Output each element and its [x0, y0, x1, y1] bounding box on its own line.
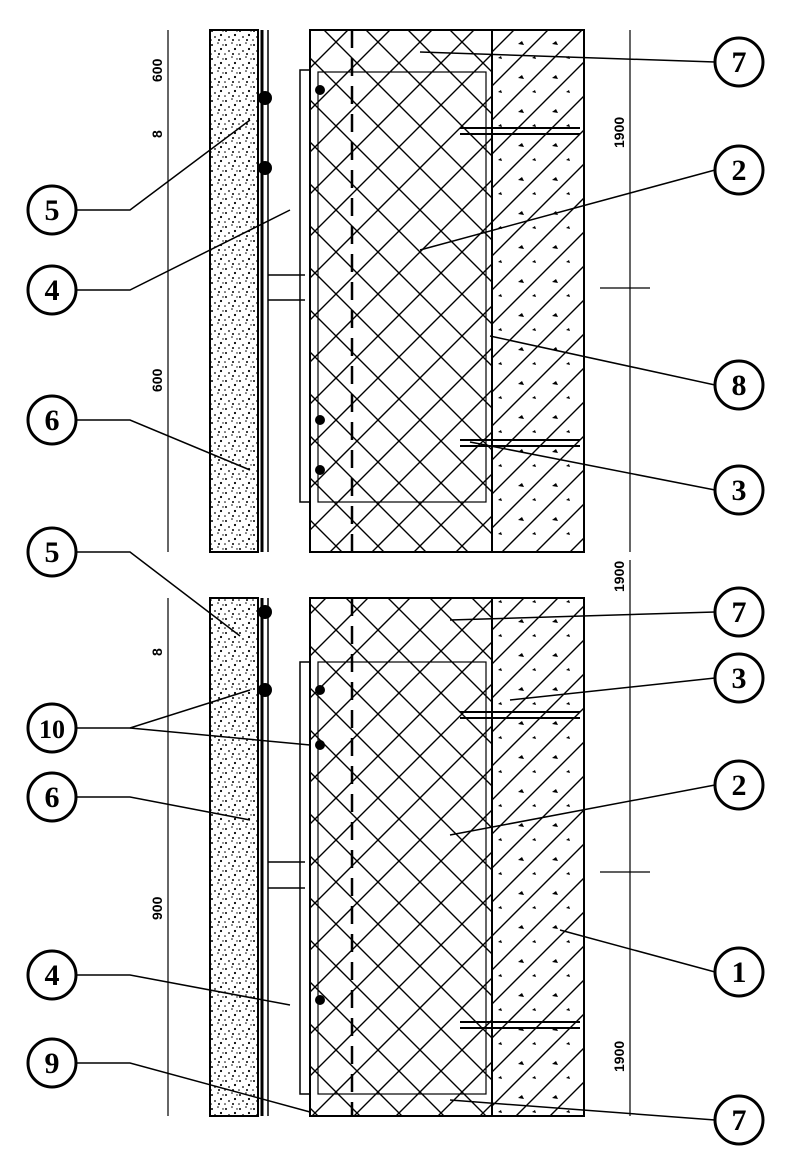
svg-text:5: 5 [45, 536, 60, 569]
svg-text:7: 7 [732, 596, 747, 629]
svg-text:9: 9 [45, 1047, 60, 1080]
svg-text:2: 2 [732, 769, 747, 802]
bottom-concrete-wall [491, 597, 585, 1117]
callout-3-bottom: 3 [713, 652, 765, 704]
dimension-mid-right: 1900 [611, 561, 627, 592]
top-insulation [309, 29, 493, 553]
dimension-top-small: 600 [149, 58, 165, 82]
callout-2-top: 2 [713, 144, 765, 196]
dimension-top-right: 1900 [611, 117, 627, 148]
svg-text:7: 7 [732, 1104, 747, 1137]
callout-6-top: 6 [26, 394, 78, 446]
callout-4-top: 4 [26, 264, 78, 316]
callout-10: 10 [26, 702, 78, 754]
callout-4-bottom: 4 [26, 949, 78, 1001]
top-section [167, 29, 650, 553]
leader-lines [75, 51, 716, 1121]
svg-text:4: 4 [45, 959, 60, 992]
svg-text:5: 5 [45, 194, 60, 227]
dimension-bottom-left: 900 [149, 896, 165, 920]
callout-1: 1 [713, 946, 765, 998]
svg-text:4: 4 [45, 274, 60, 307]
dimension-gap-top: 8 [149, 130, 165, 138]
bottom-section [167, 560, 650, 1117]
bottom-finish-layer [209, 597, 259, 1117]
dimension-top-mid: 600 [149, 368, 165, 392]
svg-text:1: 1 [732, 956, 747, 989]
svg-text:2: 2 [732, 154, 747, 187]
svg-text:3: 3 [732, 662, 747, 695]
svg-text:6: 6 [45, 404, 60, 437]
svg-text:8: 8 [732, 369, 747, 402]
callout-5-top: 5 [26, 184, 78, 236]
callout-7-top: 7 [713, 36, 765, 88]
callout-6-bottom: 6 [26, 771, 78, 823]
callout-2-bottom: 2 [713, 759, 765, 811]
svg-text:3: 3 [732, 474, 747, 507]
callout-5-bottom: 5 [26, 526, 78, 578]
svg-text:6: 6 [45, 781, 60, 814]
svg-text:7: 7 [732, 46, 747, 79]
top-concrete-wall [491, 29, 585, 553]
top-finish-layer [209, 29, 259, 553]
callout-9: 9 [26, 1037, 78, 1089]
callout-7-bottom: 7 [713, 1094, 765, 1146]
dimension-gap-bottom: 8 [149, 648, 165, 656]
bottom-insulation [309, 597, 493, 1117]
svg-text:10: 10 [39, 715, 65, 744]
dimension-bottom-right: 1900 [611, 1041, 627, 1072]
callout-3-top: 3 [713, 464, 765, 516]
callout-8: 8 [713, 359, 765, 411]
callout-7-mid: 7 [713, 586, 765, 638]
